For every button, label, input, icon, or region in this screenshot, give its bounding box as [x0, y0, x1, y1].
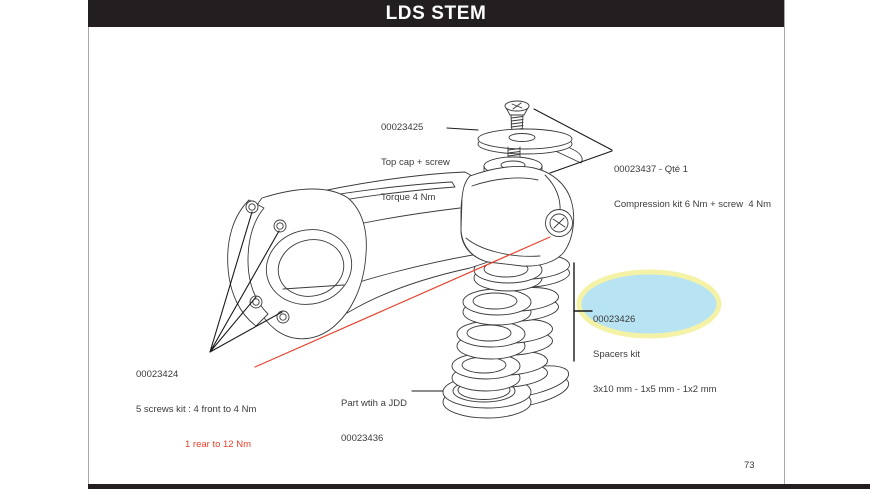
rear-screw-red-leader-line: [254, 236, 551, 368]
compression-part-number: 00023437 - Qté 1: [614, 164, 688, 176]
screws-part-number: 00023424: [136, 369, 179, 381]
handlebar-clamp-drawing: [227, 188, 367, 340]
label-spacers-kit: 00023426 Spacers kit 3x10 mm - 1x5 mm - …: [593, 291, 717, 407]
label-top-cap: 00023425 Top cap + screw Torque 4 Nm: [381, 99, 450, 215]
top-cap-torque: Torque 4 Nm: [381, 191, 436, 203]
compression-leader-lines: [533, 108, 613, 174]
screws-desc: 5 screws kit : 4 front to 4 Nm: [136, 403, 257, 415]
spacers-part-number: 00023426: [593, 314, 636, 326]
bottom-bar: [88, 484, 870, 489]
jdd-part-number: 00023436: [341, 432, 384, 444]
label-screws-kit: 00023424 5 screws kit : 4 front to 4 Nm …: [136, 346, 256, 462]
page-number: 73: [744, 460, 755, 471]
label-compression-kit: 00023437 - Qté 1 Compression kit 6 Nm + …: [614, 141, 771, 222]
spacers-highlight-ellipse: [576, 269, 722, 339]
top-cap-leader-line: [446, 127, 479, 131]
screws-rear-torque: 1 rear to 12 Nm: [185, 438, 251, 450]
leader-lines: [209, 108, 613, 392]
face-plate-screws: [245, 200, 290, 324]
title-bar: LDS STEM: [88, 0, 784, 27]
spacers-name: Spacers kit: [593, 348, 640, 360]
page-title: LDS STEM: [385, 2, 487, 24]
spacers-sizes: 3x10 mm - 1x5 mm - 1x2 mm: [593, 383, 717, 395]
top-cap-screw-drawing: [477, 100, 583, 164]
top-cap-name: Top cap + screw: [381, 156, 450, 168]
top-cap-part-number: 00023425: [381, 122, 424, 134]
label-jdd-part: Part wtih a JDD 00023436: [341, 375, 407, 456]
screws-fan-lines: [209, 211, 283, 353]
compression-desc: Compression kit 6 Nm + screw 4 Nm: [614, 198, 772, 210]
jdd-desc: Part wtih a JDD: [341, 398, 407, 410]
steerer-clamp-drawing: [460, 166, 575, 267]
